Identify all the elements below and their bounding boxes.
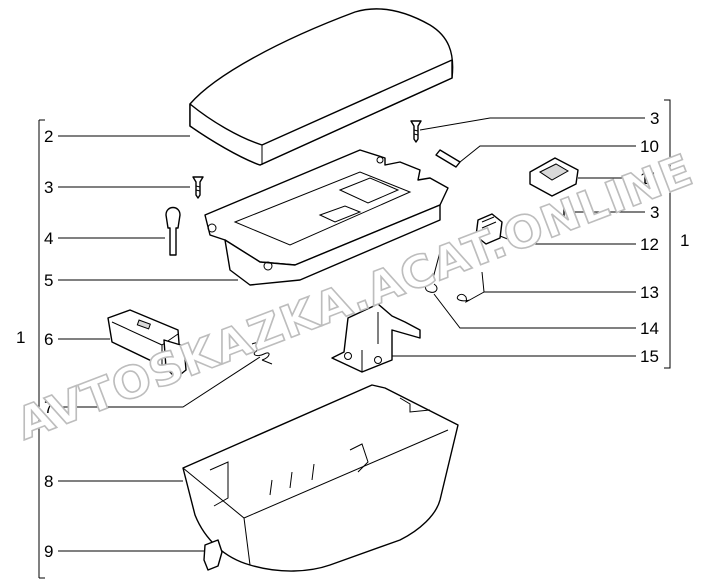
part-hinge [331, 303, 421, 373]
part-lid [189, 8, 454, 166]
part-base [182, 384, 459, 572]
group-label-right: 1 [680, 231, 689, 250]
callout-7: 7 [44, 398, 53, 417]
left-callouts: 2 3 4 5 6 7 8 9 1 [16, 127, 53, 561]
part-button-housing [107, 309, 187, 379]
callout-13: 13 [640, 283, 659, 302]
part-coil-spring [251, 342, 273, 365]
callout-3-right: 3 [650, 203, 659, 222]
callout-3-left: 3 [44, 178, 53, 197]
part-small-clip [203, 539, 223, 571]
left-leaders [58, 135, 261, 552]
right-group-bracket [664, 99, 671, 369]
part-spring-13 [456, 271, 485, 304]
part-screw-top-right [410, 120, 422, 143]
right-callouts: 3 10 11 3 12 13 14 15 1 [640, 109, 689, 366]
callout-4: 4 [44, 229, 53, 248]
callout-3-top: 3 [650, 109, 659, 128]
callout-8: 8 [44, 472, 53, 491]
part-spring-14 [425, 251, 441, 293]
callout-15: 15 [640, 347, 659, 366]
left-group-bracket [38, 119, 45, 579]
part-tray [204, 149, 449, 286]
group-label-left: 1 [16, 328, 25, 347]
part-screw-left [192, 176, 204, 199]
callout-11: 11 [640, 169, 658, 188]
part-pin [435, 149, 461, 168]
part-latch [529, 157, 579, 197]
callout-10: 10 [640, 137, 659, 156]
part-plug [165, 206, 181, 256]
callout-6: 6 [44, 330, 53, 349]
callout-5: 5 [44, 271, 53, 290]
callout-9: 9 [44, 542, 53, 561]
part-clip [475, 213, 503, 245]
part-screw-right [563, 202, 575, 225]
callout-2: 2 [44, 127, 53, 146]
right-leaders [392, 117, 645, 357]
callout-12: 12 [640, 235, 659, 254]
callout-14: 14 [640, 319, 659, 338]
